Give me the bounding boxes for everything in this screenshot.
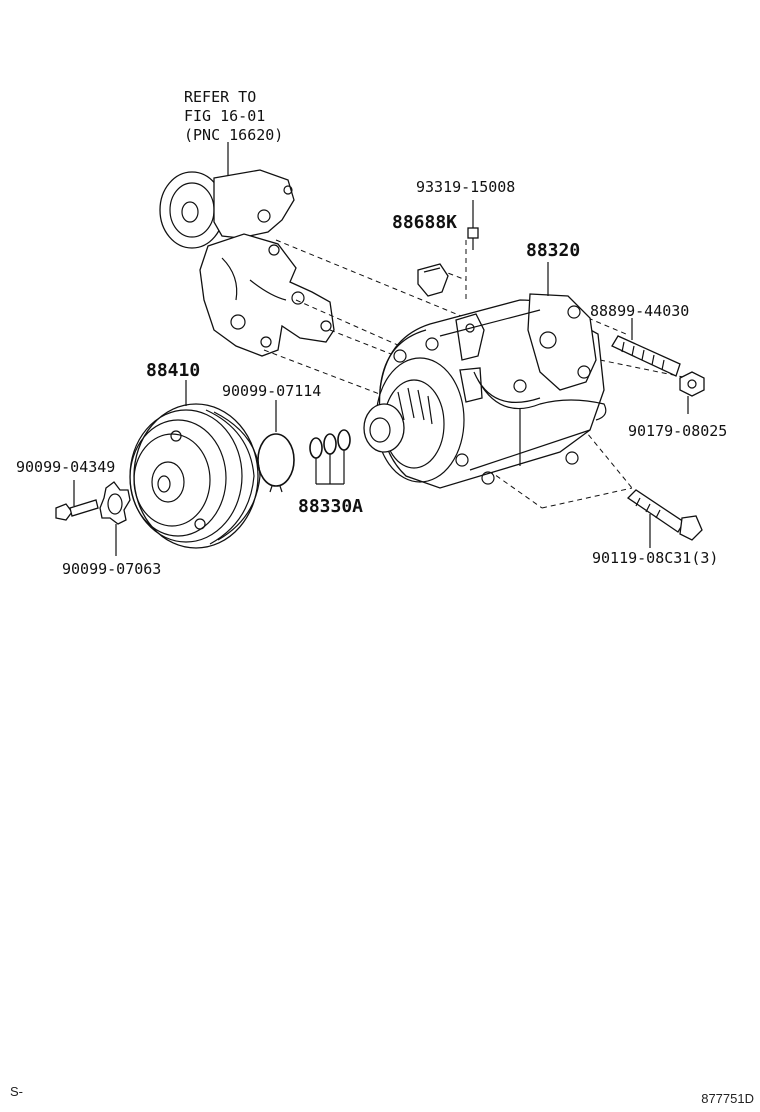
clip-88688k-drawing	[417, 263, 449, 297]
bolt-90119-drawing	[626, 489, 703, 541]
figure-id-label: 877751D	[701, 1091, 754, 1106]
part-label-90099-07063[interactable]: 90099-07063	[62, 560, 161, 578]
bolt-90099-04349-drawing	[55, 499, 99, 521]
part-label-88688k[interactable]: 88688K	[392, 212, 457, 233]
part-label-90179-08025[interactable]: 90179-08025	[628, 422, 727, 440]
screw-93319-drawing	[467, 227, 479, 250]
tensioner-bracket-drawing	[159, 169, 335, 357]
part-label-88330a[interactable]: 88330A	[298, 496, 363, 517]
refer-to-label-line2: FIG 16-01	[184, 107, 265, 125]
stud-88899-drawing	[611, 335, 681, 377]
part-label-93319-15008[interactable]: 93319-15008	[416, 178, 515, 196]
clutch-pulley-drawing	[129, 403, 261, 549]
nut-90179-drawing	[679, 371, 705, 397]
refer-to-label-line1: REFER TO	[184, 88, 256, 106]
lock-washer-drawing	[99, 481, 131, 525]
part-label-88899-44030[interactable]: 88899-44030	[590, 302, 689, 320]
refer-to-label-line3: (PNC 16620)	[184, 126, 283, 144]
part-label-90099-07114[interactable]: 90099-07114	[222, 382, 321, 400]
part-label-88320[interactable]: 88320	[526, 240, 580, 261]
shims-drawing	[309, 429, 351, 485]
part-label-90119-08c31[interactable]: 90119-08C31(3)	[592, 549, 718, 567]
part-label-90099-04349[interactable]: 90099-04349	[16, 458, 115, 476]
footer-left-mark: S-	[10, 1084, 23, 1099]
compressor-body-drawing	[363, 293, 607, 489]
snap-ring-drawing	[257, 433, 295, 493]
part-label-88410[interactable]: 88410	[146, 360, 200, 381]
